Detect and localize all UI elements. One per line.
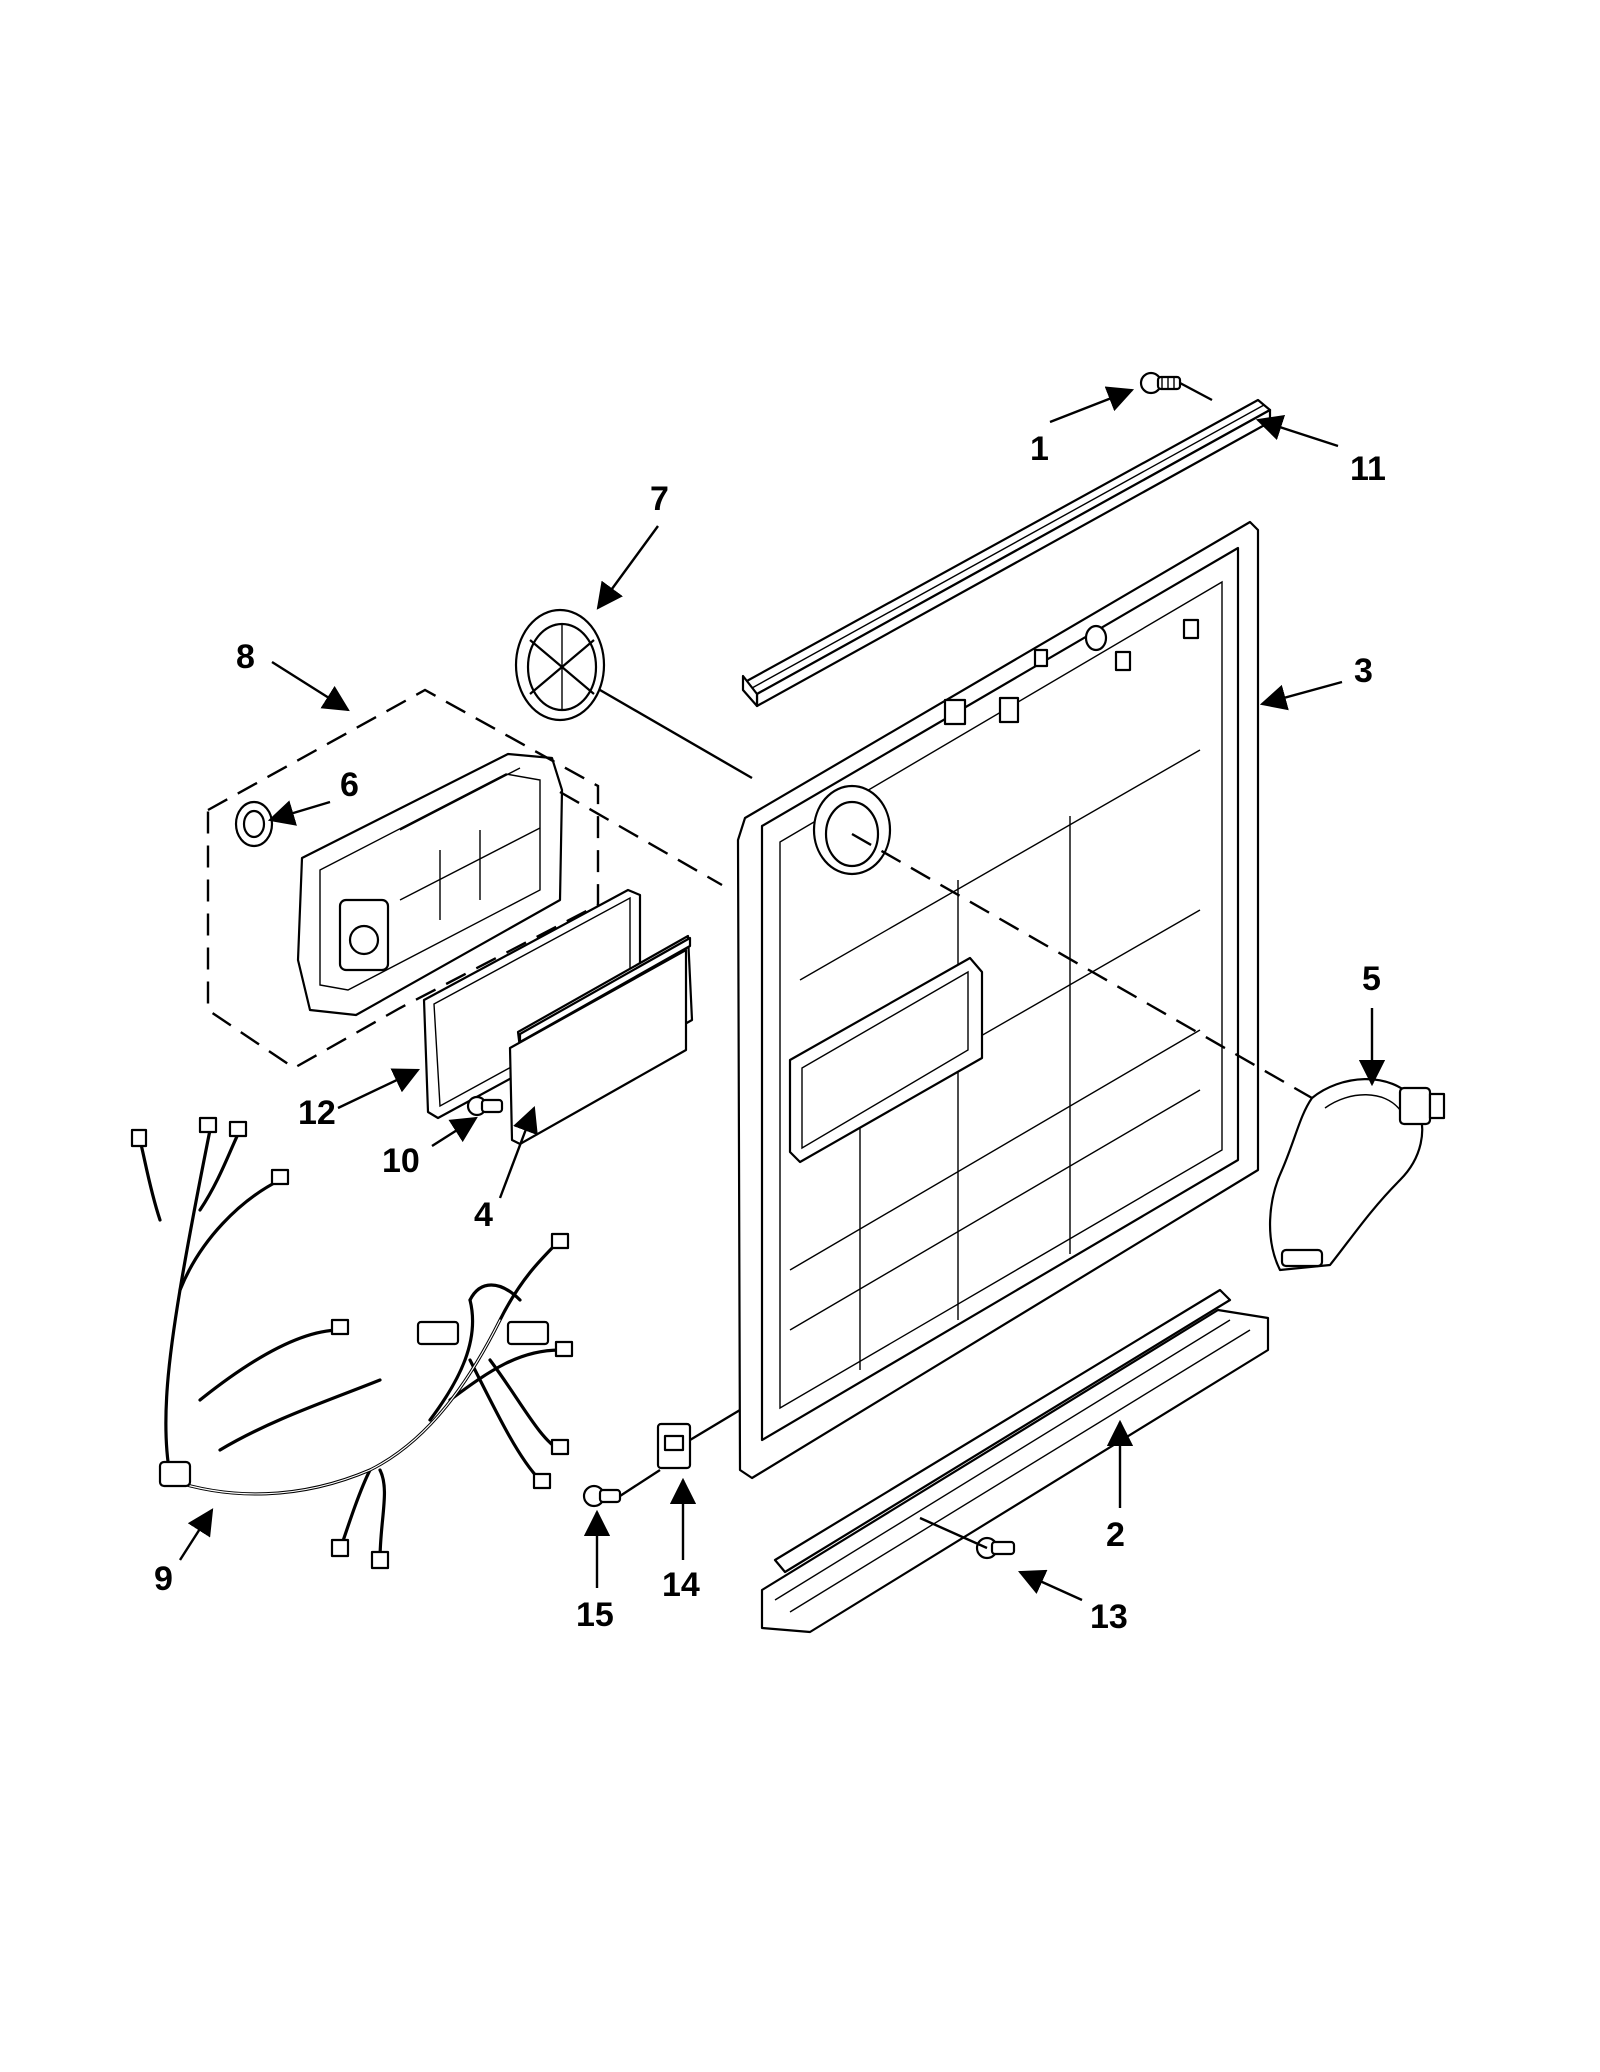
callout-6: 6 bbox=[340, 766, 359, 804]
part-top-trim-strip bbox=[741, 398, 1272, 708]
assembly-group-outline bbox=[206, 688, 600, 1070]
alignment-line-screw-left bbox=[619, 1468, 661, 1498]
leader-13 bbox=[1017, 1569, 1083, 1602]
part-screw-top bbox=[1139, 371, 1182, 395]
leader-4 bbox=[498, 1105, 538, 1199]
alignment-line-board bbox=[559, 790, 723, 887]
part-small-bracket bbox=[656, 1422, 692, 1470]
leader-1 bbox=[1049, 386, 1135, 424]
part-control-housing bbox=[296, 752, 564, 1017]
callout-14: 14 bbox=[662, 1566, 700, 1604]
callout-9: 9 bbox=[154, 1560, 173, 1598]
leader-11 bbox=[1255, 414, 1339, 448]
callout-3: 3 bbox=[1354, 652, 1373, 690]
callout-8: 8 bbox=[236, 638, 255, 676]
callout-1: 1 bbox=[1030, 430, 1049, 468]
part-vent-duct bbox=[1268, 1078, 1446, 1272]
leader-10 bbox=[431, 1116, 478, 1148]
part-lower-trim bbox=[760, 1288, 1270, 1634]
leader-6 bbox=[267, 800, 331, 826]
part-wire-harness bbox=[130, 1116, 574, 1570]
alignment-line-bracket bbox=[689, 1408, 741, 1442]
callout-7: 7 bbox=[650, 480, 669, 518]
leader-8 bbox=[271, 660, 350, 712]
alignment-line-duct bbox=[851, 832, 1313, 1100]
callout-15: 15 bbox=[576, 1596, 614, 1634]
callout-4: 4 bbox=[474, 1196, 493, 1234]
leader-7 bbox=[596, 525, 659, 610]
part-screw-lower bbox=[975, 1536, 1016, 1560]
alignment-line-screw-lower bbox=[919, 1516, 988, 1550]
part-control-board bbox=[508, 934, 694, 1146]
alignment-line-vent bbox=[599, 688, 753, 780]
callout-5: 5 bbox=[1362, 960, 1381, 998]
callout-10: 10 bbox=[382, 1142, 420, 1180]
leader-12 bbox=[337, 1068, 420, 1110]
part-vent-disk bbox=[514, 608, 606, 722]
leader-3 bbox=[1259, 680, 1343, 711]
alignment-line-screw-top bbox=[1179, 381, 1213, 402]
part-inner-door-panel bbox=[736, 520, 1260, 1480]
part-knob bbox=[234, 800, 274, 848]
callout-13: 13 bbox=[1090, 1598, 1128, 1636]
part-screw-left bbox=[582, 1484, 622, 1508]
callout-12: 12 bbox=[298, 1094, 336, 1132]
leader-9 bbox=[178, 1508, 214, 1561]
callout-2: 2 bbox=[1106, 1516, 1125, 1554]
part-screw-board bbox=[466, 1095, 504, 1117]
callout-11: 11 bbox=[1350, 450, 1386, 488]
